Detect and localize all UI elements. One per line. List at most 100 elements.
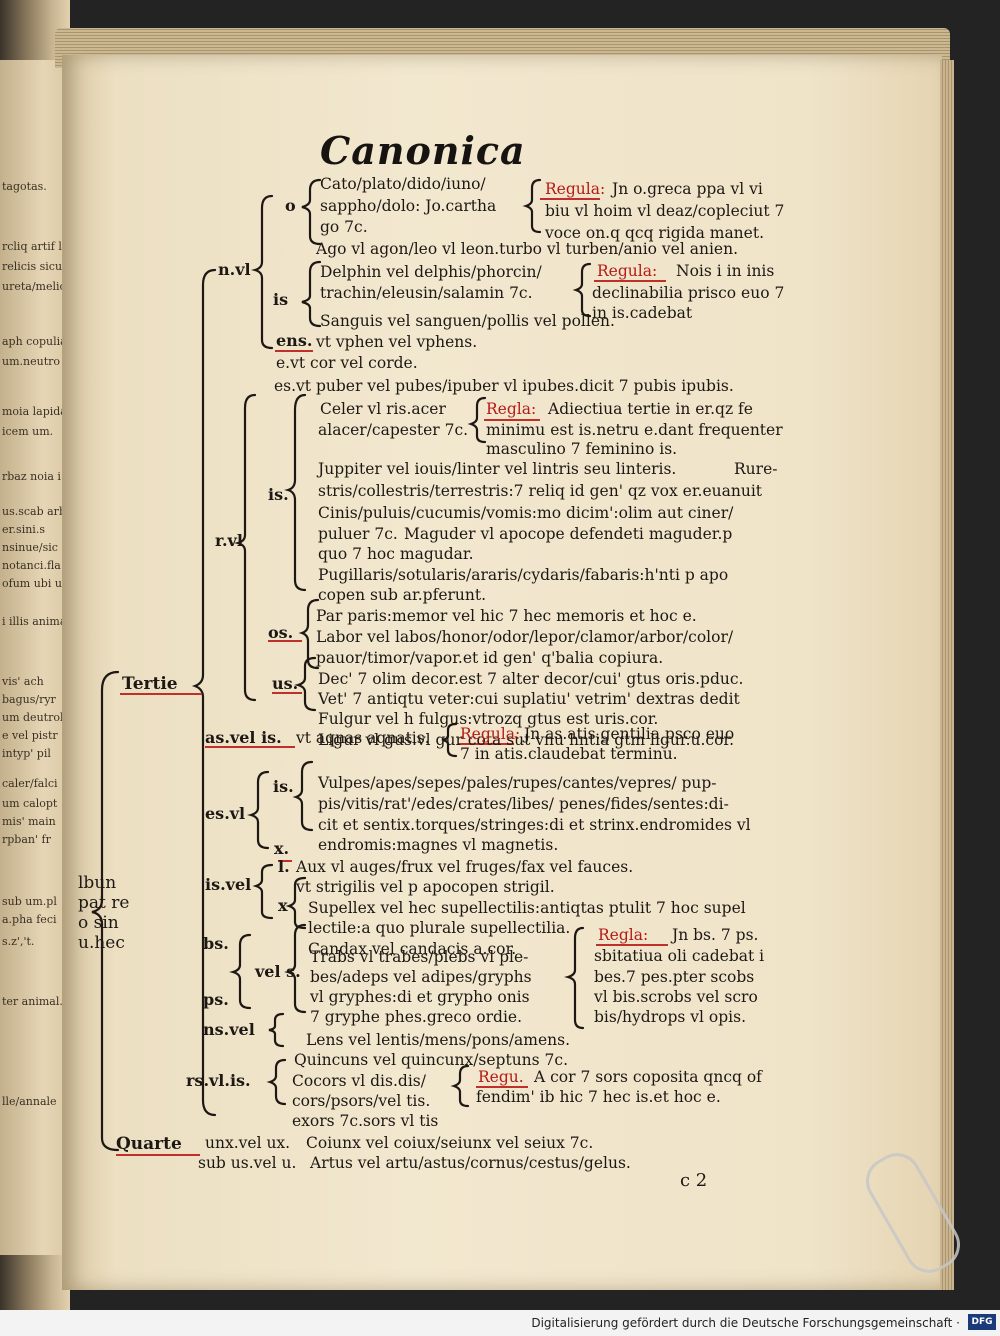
left-page-fragment: ofum ubi um	[2, 577, 72, 590]
left-page-fragment: icem um.	[2, 425, 54, 438]
red-underline	[594, 280, 666, 282]
rule-text: bis/hydrops vl opis.	[594, 1008, 746, 1026]
text-line: Cinis/puluis/cucumis/vomis:mo dicim':oli…	[318, 504, 734, 522]
red-underline	[278, 860, 292, 862]
left-page-fragment: rbaz noia i	[2, 470, 61, 483]
left-page-fragment: ureta/melio	[2, 280, 67, 293]
text-line: Trabs vl trabes/plebs vl ple-	[310, 948, 529, 966]
text-line: Juppiter vel iouis/linter vel lintris se…	[318, 460, 677, 478]
red-underline	[596, 944, 668, 946]
text-line: Quincuns vel quincunx/septuns 7c.	[294, 1051, 569, 1069]
left-page-fragment: um deutrob	[2, 711, 67, 724]
text-line: Aux vl auges/frux vel fruges/fax vel fau…	[296, 858, 634, 876]
rule-text: 7 in atis.claudebat terminu.	[460, 745, 678, 763]
label-vel-s: vel s.	[255, 962, 301, 981]
left-page-fragment: bagus/ryr	[2, 693, 56, 706]
text-line: unx.vel ux.	[205, 1134, 291, 1152]
label-n-vl: n.vl	[218, 260, 251, 279]
rule-text: vl bis.scrobs vel scro	[594, 988, 758, 1006]
label-ens: ens.	[276, 331, 313, 350]
left-page-fragment: er.sini.s	[2, 523, 45, 536]
left-page-fragment: vis' ach	[2, 675, 44, 688]
text-line: quo 7 hoc magudar.	[318, 545, 474, 563]
rule-text: declinabilia prisco euo 7	[592, 284, 785, 302]
red-underline	[268, 640, 302, 642]
text-line: Ligur vl gus.vl gur cota sut vnu hntia g…	[318, 731, 735, 749]
dfg-logo-icon: DFG	[968, 1314, 996, 1330]
left-page-fragment: moia lapida	[2, 405, 67, 418]
rule-head: Regla:	[486, 400, 537, 418]
text-line: puluer 7c.	[318, 525, 398, 543]
margin-fragment: u.hec	[78, 933, 125, 953]
text-line: Rure-	[734, 460, 778, 478]
text-line: alacer/capester 7c.	[318, 421, 469, 439]
text-line: Cato/plato/dido/iuno/	[320, 175, 486, 193]
rule-head: Regula:	[545, 180, 606, 198]
label-x2: x	[278, 896, 288, 915]
label-ns-vel: ns.vel	[203, 1020, 255, 1039]
text-line: vt strigilis vel p apocopen strigil.	[296, 878, 555, 896]
left-page-fragment: relicis sicuro	[2, 260, 72, 273]
text-line: Lens vel lentis/mens/pons/amens.	[306, 1031, 571, 1049]
left-page-fragment: mis' main	[2, 815, 56, 828]
text-line: vl gryphes:di et grypho onis	[310, 988, 530, 1006]
label-as-vel-is: as.vel is.	[205, 728, 282, 747]
page-title: Canonica	[320, 128, 526, 173]
label-r-vl: r.vl	[215, 531, 243, 550]
red-underline	[120, 693, 202, 695]
label-us: us.	[272, 674, 299, 693]
margin-fragment: lbun	[78, 873, 117, 893]
text-line: 7 gryphe phes.greco ordie.	[310, 1008, 523, 1026]
text-line: Delphin vel delphis/phorcin/	[320, 263, 542, 281]
text-line: pis/vitis/rat'/edes/crates/libes/ penes/…	[318, 795, 729, 813]
red-underline	[458, 743, 514, 745]
text-line: Artus vel artu/astus/cornus/cestus/gelus…	[310, 1154, 631, 1172]
left-page-fragment: aph copulia	[2, 335, 67, 348]
text-line: Dec' 7 olim decor.est 7 alter decor/cui'…	[318, 670, 744, 688]
left-page-fragment: a.pha feci	[2, 913, 57, 926]
footer-credit: Digitalisierung gefördert durch die Deut…	[531, 1316, 960, 1330]
text-line: Vulpes/apes/sepes/pales/rupes/cantes/vep…	[318, 774, 717, 792]
label-tertie: Tertie	[122, 674, 178, 694]
text-line: bes/adeps vel adipes/gryphs	[310, 968, 532, 986]
text-line: pauor/timor/vapor.et id gen' q'balia cop…	[316, 649, 664, 667]
margin-fragment: pat re	[78, 893, 130, 913]
footer-bar: Digitalisierung gefördert durch die Deut…	[0, 1310, 1000, 1336]
text-line: Celer vl ris.acer	[320, 400, 446, 418]
text-line: trachin/eleusin/salamin 7c.	[320, 284, 533, 302]
rule-text: Nois i in inis	[676, 262, 775, 280]
rule-head: Regla:	[598, 926, 649, 944]
left-page-edge: tagotas. rcliq artif li relicis sicuro u…	[0, 60, 72, 1255]
label-x: x.	[274, 839, 290, 858]
rule-text: minimu est is.netru e.dant frequenter	[486, 421, 783, 439]
red-underline	[476, 1086, 528, 1088]
text-line: cit et sentix.torques/stringes:di et str…	[318, 816, 751, 834]
red-underline	[272, 692, 302, 694]
rule-text: Jn o.greca ppa vl vi	[612, 180, 763, 198]
text-line: Sanguis vel sanguen/pollis vel pollen.	[320, 312, 615, 330]
label-quarte: Quarte	[116, 1134, 182, 1154]
text-line: vt aqnas aqnatis.	[296, 729, 430, 747]
text-line: sub us.vel u.	[198, 1154, 297, 1172]
margin-fragment: o sin	[78, 913, 119, 933]
text-line: lectile:a quo plurale supellectilia.	[308, 919, 571, 937]
rule-text: sbitatiua oli cadebat i	[594, 947, 765, 965]
rule-text: bes.7 pes.pter scobs	[594, 968, 755, 986]
text-line: Candax vel candacis a.cor.	[308, 940, 517, 958]
rule-text: voce on.q qcq rigida manet.	[545, 224, 764, 242]
text-line: Par paris:memor vel hic 7 hec memoris et…	[316, 607, 697, 625]
red-underline	[205, 746, 295, 748]
left-page-fragment: sub um.pl	[2, 895, 57, 908]
label-is-dot: is.	[268, 485, 289, 504]
text-line: Cocors vl dis.dis/	[292, 1072, 426, 1090]
rule-text: Adiectiua tertie in er.qz fe	[548, 400, 753, 418]
text-line: Vet' 7 antiqtu veter:cui suplatiu' vetri…	[318, 690, 740, 708]
rule-text: A cor 7 sors coposita qncq of	[534, 1068, 762, 1086]
label-is-vel: is.vel	[205, 875, 252, 894]
text-line: e.vt cor vel corde.	[276, 354, 418, 372]
rule-text: fendim' ib hic 7 hec is.et hoc e.	[476, 1088, 721, 1106]
label-es-vl: es.vl	[205, 804, 246, 823]
left-page-fragment: us.scab arbo	[2, 505, 72, 518]
left-page-fragment: um calopt	[2, 797, 58, 810]
left-page-fragment: rpban' fr	[2, 833, 51, 846]
